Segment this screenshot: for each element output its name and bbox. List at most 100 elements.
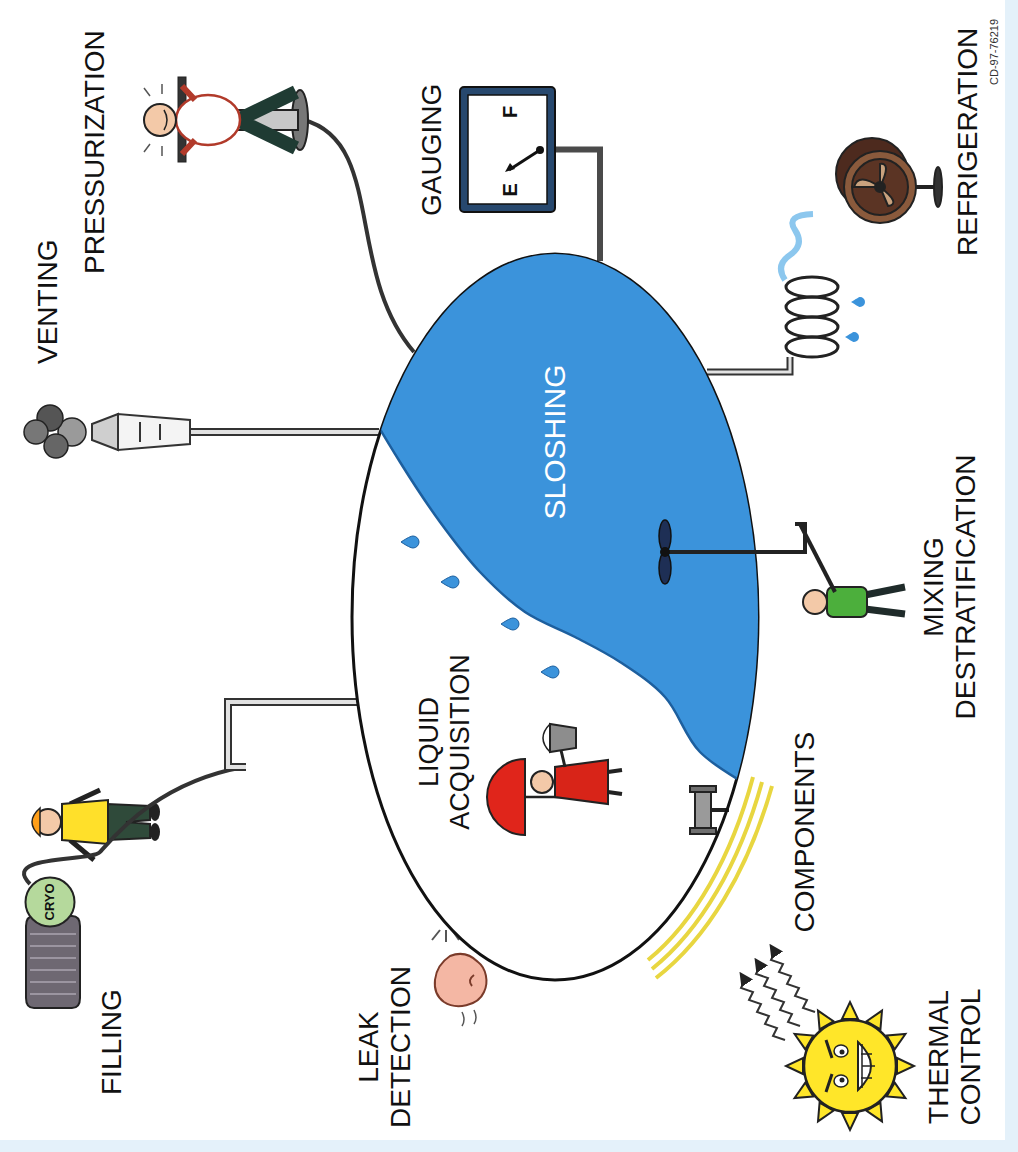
sun <box>861 1044 875 1088</box>
liquid-fill <box>346 248 764 792</box>
sniffing-nose <box>470 975 474 986</box>
cooling-coil <box>786 297 838 317</box>
filling-worker <box>62 800 108 844</box>
tank-component <box>690 786 729 834</box>
cooling-coil <box>786 277 838 357</box>
filling-hose <box>24 767 244 884</box>
liquid-droplets <box>501 618 519 630</box>
label-slot: REFRIGERATION <box>952 28 984 256</box>
liquid-droplets <box>541 666 559 678</box>
sun <box>897 1058 914 1074</box>
sniffing-nose <box>435 954 487 1006</box>
liquid-body: SLOSHING <box>350 252 760 832</box>
pumping-man <box>144 84 162 156</box>
insulation-layers <box>652 782 762 969</box>
heat-rays <box>771 946 815 1012</box>
sun <box>826 1040 832 1092</box>
cryogen-bottle: CRYO <box>12 877 88 1012</box>
filling-worker <box>150 823 160 841</box>
pumping-man <box>164 110 167 130</box>
node-label: LIQUID ACQUISITION <box>414 632 476 852</box>
topic-label: VENTING <box>32 240 64 364</box>
cooling-coil <box>786 337 838 357</box>
text-slot: CRYO <box>43 883 58 920</box>
vent-exhaust <box>24 420 48 444</box>
pumping-man <box>144 104 176 136</box>
gauge-pipe <box>555 150 600 261</box>
cooling-coil <box>786 317 838 337</box>
heat-rays <box>741 974 785 1040</box>
text-slot: SLOSHING <box>538 364 573 519</box>
sniffing-nose <box>462 1010 476 1026</box>
pumping-man <box>176 95 240 145</box>
tank-component <box>690 828 716 834</box>
label-slot: FILLING <box>96 989 128 1095</box>
node-label: CRYO <box>43 883 58 920</box>
figure-number: CD-97-76219 <box>988 19 1001 85</box>
filling-worker <box>32 790 160 860</box>
coil-drips <box>845 332 859 342</box>
tank-component <box>695 792 711 828</box>
text-slot: LIQUID ACQUISITION <box>414 632 476 852</box>
mixing-worker <box>800 524 835 592</box>
vent-exhaust <box>24 405 86 458</box>
topic-label: FILLING <box>96 989 128 1095</box>
sun <box>834 1045 848 1057</box>
cooling-fan <box>844 151 916 223</box>
topic-label: THERMAL CONTROL <box>923 982 987 1132</box>
text-slot: F <box>499 106 522 118</box>
cooling-fan <box>836 138 942 223</box>
topic-label: GAUGING <box>416 84 448 216</box>
cooling-fan <box>852 159 908 215</box>
cooling-fan <box>875 182 885 192</box>
gauge-frame <box>460 87 555 212</box>
gauge-needle <box>509 150 540 170</box>
filling-worker <box>32 808 40 836</box>
umbrella-person <box>543 724 550 752</box>
label-slot: THERMAL CONTROL <box>923 982 987 1132</box>
pressurant-hose <box>304 120 414 352</box>
sun <box>786 1058 803 1074</box>
tank-component <box>690 786 716 792</box>
sun <box>834 1075 848 1087</box>
mixing-worker <box>865 587 905 614</box>
topic-label: MIXING DESTRATIFICATION <box>918 442 982 732</box>
umbrella-person <box>531 771 553 793</box>
fill-line <box>228 702 357 767</box>
cold-stream <box>781 214 813 280</box>
gauge-pivot <box>536 146 544 154</box>
topic-label: PRESSURIZATION <box>79 30 111 274</box>
sun <box>842 1113 858 1130</box>
heat-rays <box>756 960 800 1026</box>
bottle-badge <box>26 878 75 927</box>
mixing-worker <box>800 524 905 617</box>
topic-label: LEAK DETECTION <box>353 957 417 1137</box>
umbrella-person <box>608 770 622 794</box>
vent-line <box>190 430 379 434</box>
pumping-man <box>238 92 296 148</box>
pumping-man <box>182 86 195 154</box>
refrigeration-line <box>707 357 790 372</box>
topic-label: REFRIGERATION <box>952 28 984 256</box>
refrigeration-line <box>707 357 790 372</box>
vent-line <box>190 428 379 436</box>
insulation-layers <box>656 786 772 978</box>
fill-line <box>228 702 357 767</box>
vent-nozzle <box>92 414 190 450</box>
sun <box>842 1002 858 1019</box>
liquid-body-outline <box>350 252 760 832</box>
label-slot: CD-97-76219 <box>988 19 1001 85</box>
label-slot: GAUGING <box>416 84 448 216</box>
liquid-fill <box>348 362 760 792</box>
pumping-man <box>144 84 296 156</box>
gauge-needle-tip <box>505 163 515 172</box>
cooling-fan <box>854 164 893 206</box>
umbrella-person <box>487 724 622 835</box>
bottle-hatching <box>30 934 76 994</box>
refrigeration-line <box>707 357 790 372</box>
liquid-droplets <box>441 576 459 588</box>
vent-exhaust <box>44 434 68 458</box>
vent-nozzle <box>118 414 190 450</box>
node-label: SLOSHING <box>538 364 573 519</box>
fill-line <box>228 702 357 767</box>
